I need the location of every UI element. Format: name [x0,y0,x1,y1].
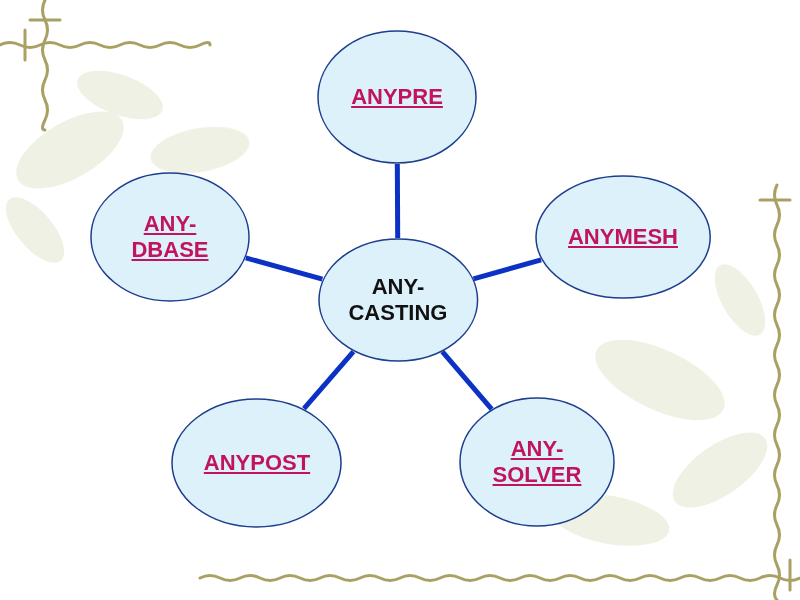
ellipse-shape [91,173,249,301]
module-ellipse: ANY- DBASE [90,172,250,302]
hub-ellipse: ANY- CASTING [318,238,479,362]
label-holder: ANYMESH [548,224,698,250]
module-link-label: ANY- DBASE [120,211,220,263]
module-ellipse: ANYPRE [317,30,477,164]
module-ellipse: ANY- SOLVER [459,397,615,527]
connector-line [304,352,353,409]
module-link-label: ANYPRE [322,84,472,110]
module-ellipse: ANYMESH [535,175,711,299]
label-holder: ANYPRE [322,84,472,110]
module-ellipse: ANYPOST [171,398,342,528]
hub-label: ANY- CASTING [342,274,454,326]
module-link-label: ANYMESH [548,224,698,250]
module-link-label: ANY- SOLVER [487,436,587,488]
connector-line [395,164,400,238]
connector-line [473,260,541,279]
ellipse-shape [318,31,476,163]
connector-line [442,352,491,409]
connector-line [246,258,323,279]
label-holder: ANY- SOLVER [487,436,587,488]
ellipse-shape [172,399,341,527]
ellipse-shape [319,239,478,361]
label-holder: ANY- DBASE [120,211,220,263]
label-holder: ANYPOST [182,450,332,476]
ellipse-shape [536,176,710,298]
ellipse-shape [460,398,614,526]
module-link-label: ANYPOST [182,450,332,476]
label-holder: ANY- CASTING [342,274,454,326]
